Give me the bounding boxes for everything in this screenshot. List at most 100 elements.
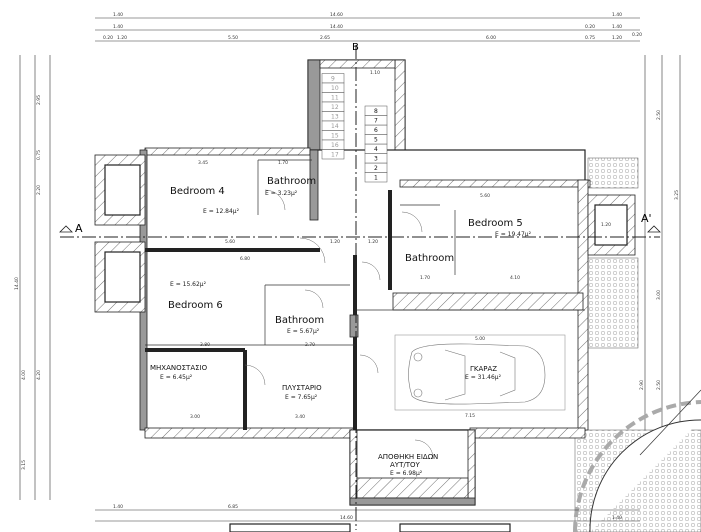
paving bbox=[587, 157, 639, 189]
svg-text:2.70: 2.70 bbox=[305, 342, 315, 348]
room-bedroom-4: Bedroom 4 E = 12.84μ² bbox=[170, 186, 240, 215]
stair-step-number: 15 bbox=[331, 133, 339, 140]
svg-text:1.40: 1.40 bbox=[113, 504, 123, 510]
svg-text:ΜΗΧΑΝΟΣΤΑΣΙΟ: ΜΗΧΑΝΟΣΤΑΣΙΟ bbox=[150, 364, 208, 372]
svg-text:1.40: 1.40 bbox=[612, 12, 622, 18]
svg-text:ΓΚΑΡΑΖ: ΓΚΑΡΑΖ bbox=[470, 365, 497, 373]
svg-text:Bathroom: Bathroom bbox=[275, 315, 324, 326]
room-bathroom-2: Bathroom bbox=[405, 253, 454, 264]
svg-text:14.60: 14.60 bbox=[340, 515, 353, 521]
stair-step-number: 7 bbox=[374, 118, 378, 125]
svg-text:3.00: 3.00 bbox=[656, 290, 662, 300]
svg-text:0.20: 0.20 bbox=[103, 35, 113, 41]
stair-step-number: 17 bbox=[331, 152, 339, 159]
stair-step-number: 16 bbox=[331, 142, 339, 149]
svg-text:1.20: 1.20 bbox=[601, 222, 611, 228]
stair-step-number: 12 bbox=[331, 104, 339, 111]
stair-step-number: 8 bbox=[374, 108, 378, 115]
svg-text:ΑΥΤ/ΤΟΥ: ΑΥΤ/ΤΟΥ bbox=[390, 461, 420, 469]
svg-text:E = 3.23μ²: E = 3.23μ² bbox=[265, 190, 298, 197]
svg-text:2.50: 2.50 bbox=[656, 380, 662, 390]
room-laundry: ΠΛΥΣΤΑΡΙΟ E = 7.65μ² bbox=[282, 384, 322, 401]
svg-text:14.40: 14.40 bbox=[14, 277, 20, 290]
svg-text:5.00: 5.00 bbox=[475, 336, 485, 342]
paving bbox=[587, 257, 639, 349]
svg-text:E = 7.65μ²: E = 7.65μ² bbox=[285, 394, 318, 401]
svg-text:14.40: 14.40 bbox=[330, 24, 343, 30]
svg-text:1.40: 1.40 bbox=[612, 24, 622, 30]
svg-text:1.20: 1.20 bbox=[368, 239, 378, 245]
stair-step-number: 13 bbox=[331, 114, 339, 121]
stair-step-number: 14 bbox=[331, 123, 339, 130]
stair-step-number: 5 bbox=[374, 137, 378, 144]
inner-dimensions: 3.45 1.70 1.10 5.60 1.20 1.20 6.80 5.60 … bbox=[190, 70, 611, 420]
svg-text:3.15: 3.15 bbox=[21, 460, 27, 470]
svg-text:0.20: 0.20 bbox=[632, 32, 642, 38]
svg-text:4.20: 4.20 bbox=[36, 370, 42, 380]
section-marker-icon bbox=[647, 225, 661, 233]
parking-space bbox=[394, 334, 566, 411]
svg-text:6.00: 6.00 bbox=[486, 35, 496, 41]
svg-text:E = 6.98μ²: E = 6.98μ² bbox=[390, 470, 423, 477]
room-bedroom-6: E = 15.62μ² Bedroom 6 bbox=[168, 281, 223, 311]
room-mechanical: ΜΗΧΑΝΟΣΤΑΣΙΟ E = 6.45μ² bbox=[150, 364, 208, 381]
svg-text:Bedroom 4: Bedroom 4 bbox=[170, 186, 225, 197]
svg-text:Bedroom 5: Bedroom 5 bbox=[468, 218, 523, 229]
car-icon bbox=[408, 343, 546, 405]
side-dimensions: 2.95 0.75 2.20 14.40 4.00 4.20 3.15 2.50… bbox=[14, 55, 681, 500]
svg-text:5.60: 5.60 bbox=[480, 193, 490, 199]
section-marker-icon bbox=[59, 225, 73, 233]
svg-text:1.20: 1.20 bbox=[612, 35, 622, 41]
hatched-band bbox=[392, 292, 584, 311]
svg-text:4.10: 4.10 bbox=[510, 275, 520, 281]
svg-text:2.95: 2.95 bbox=[36, 95, 42, 105]
svg-text:1.40: 1.40 bbox=[612, 515, 622, 521]
svg-text:0.20: 0.20 bbox=[585, 24, 595, 30]
svg-text:ΑΠΟΘΗΚΗ ΕΙΔΩΝ: ΑΠΟΘΗΚΗ ΕΙΔΩΝ bbox=[378, 453, 438, 461]
svg-text:2.20: 2.20 bbox=[36, 185, 42, 195]
svg-text:14.60: 14.60 bbox=[330, 12, 343, 18]
svg-text:E = 6.45μ²: E = 6.45μ² bbox=[160, 374, 193, 381]
svg-text:Bathroom: Bathroom bbox=[405, 253, 454, 264]
svg-text:4.00: 4.00 bbox=[21, 370, 27, 380]
svg-text:6.80: 6.80 bbox=[240, 256, 250, 262]
svg-text:0.75: 0.75 bbox=[585, 35, 595, 41]
svg-text:E = 12.84μ²: E = 12.84μ² bbox=[203, 208, 240, 215]
stair-step-number: 4 bbox=[374, 146, 378, 153]
stair-step-number: 9 bbox=[331, 76, 335, 83]
svg-text:3.25: 3.25 bbox=[674, 190, 680, 200]
stair-step-number: 10 bbox=[331, 85, 339, 92]
stair-step bbox=[321, 149, 345, 160]
svg-text:E = 19.47μ²: E = 19.47μ² bbox=[495, 231, 532, 238]
svg-text:5.50: 5.50 bbox=[228, 35, 238, 41]
svg-text:3.80: 3.80 bbox=[200, 342, 210, 348]
driveway-arc bbox=[573, 400, 701, 532]
section-label-a-prime: A' bbox=[641, 212, 652, 225]
room-storage: ΑΠΟΘΗΚΗ ΕΙΔΩΝ ΑΥΤ/ΤΟΥ E = 6.98μ² bbox=[378, 453, 438, 477]
stair-step-number: 6 bbox=[374, 127, 378, 134]
svg-text:2.65: 2.65 bbox=[320, 35, 330, 41]
svg-text:Bedroom 6: Bedroom 6 bbox=[168, 300, 223, 311]
svg-text:1.40: 1.40 bbox=[113, 12, 123, 18]
stair-step-number: 2 bbox=[374, 165, 378, 172]
svg-text:2.50: 2.50 bbox=[656, 110, 662, 120]
svg-text:1.70: 1.70 bbox=[278, 160, 288, 166]
svg-text:Bathroom: Bathroom bbox=[267, 176, 316, 187]
svg-text:1.10: 1.10 bbox=[370, 70, 380, 76]
stair-step-number: 1 bbox=[374, 175, 378, 182]
room-bathroom-3: Bathroom E = 5.67μ² bbox=[275, 315, 324, 335]
stair-step-number: 11 bbox=[331, 95, 339, 102]
svg-text:E = 15.62μ²: E = 15.62μ² bbox=[170, 281, 207, 288]
section-label-a: A bbox=[75, 222, 83, 235]
svg-text:1.40: 1.40 bbox=[113, 24, 123, 30]
svg-text:1.20: 1.20 bbox=[117, 35, 127, 41]
room-garage: ΓΚΑΡΑΖ E = 31.46μ² bbox=[465, 365, 502, 381]
stair-step-number: 3 bbox=[374, 156, 378, 163]
door-swings bbox=[244, 189, 434, 459]
bottom-dimensions: 1.40 6.85 14.60 1.40 bbox=[95, 504, 640, 532]
main-outline bbox=[144, 149, 586, 431]
stair-step bbox=[364, 105, 388, 116]
svg-text:6.85: 6.85 bbox=[228, 504, 238, 510]
